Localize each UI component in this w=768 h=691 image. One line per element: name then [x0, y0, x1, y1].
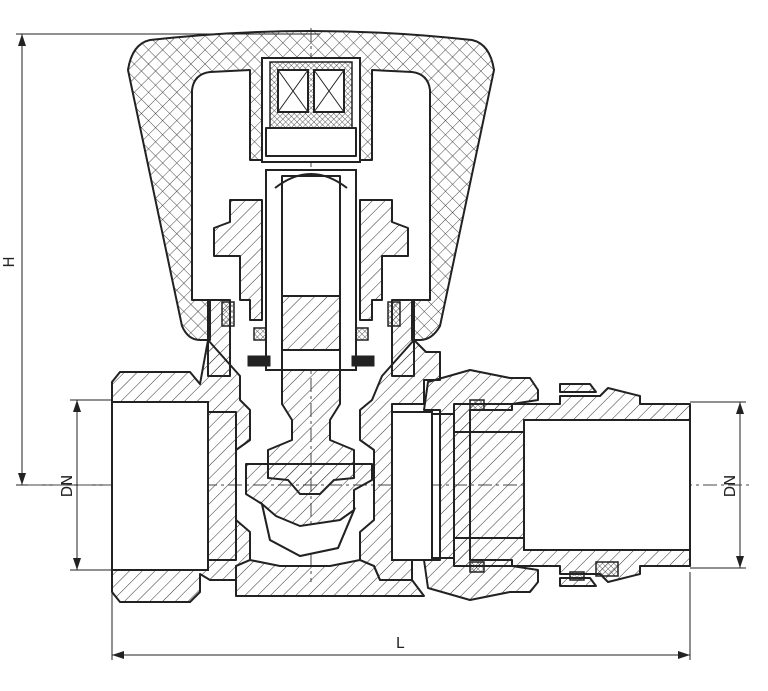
- valve-body: [111, 339, 441, 603]
- length-label: L: [396, 634, 405, 652]
- left-diameter-label: DN: [58, 475, 76, 498]
- left-diameter-dimension: DN: [58, 399, 112, 571]
- length-dimension: L: [111, 572, 691, 660]
- valve-spindle-plug: [245, 369, 373, 558]
- right-diameter-label: DN: [721, 475, 739, 498]
- height-label: H: [0, 256, 18, 267]
- tailpiece: [453, 383, 691, 587]
- handwheel-knob: [127, 30, 495, 341]
- bonnet-headwork: [207, 169, 415, 377]
